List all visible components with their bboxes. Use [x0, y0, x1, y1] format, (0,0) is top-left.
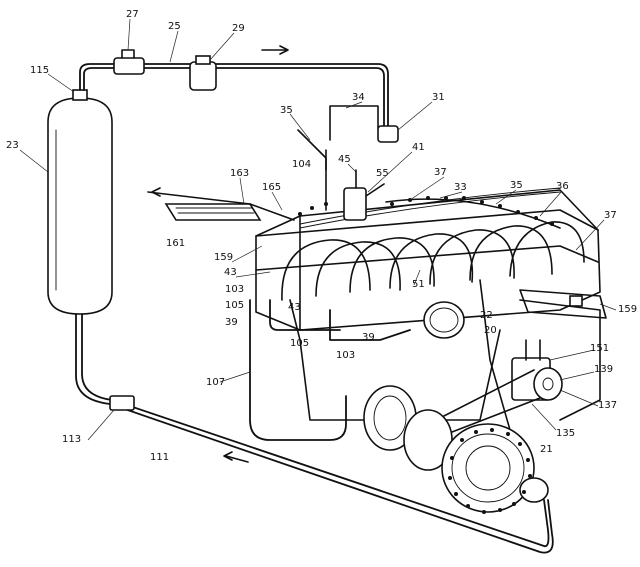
label-113: 113 [62, 434, 81, 445]
label-161: 161 [166, 238, 185, 249]
label-43-left: 43 [224, 267, 237, 278]
storage-tank [47, 89, 113, 315]
engine-block [255, 189, 601, 431]
supply-line-top [79, 45, 389, 129]
label-23: 23 [6, 140, 19, 151]
label-37-right: 37 [604, 210, 617, 221]
manifold [298, 196, 561, 229]
label-34: 34 [352, 92, 365, 103]
valve-fitting [113, 57, 145, 75]
fuel-pump [147, 187, 295, 221]
label-105-left: 105 [225, 300, 244, 311]
label-105-mid: 105 [290, 338, 309, 349]
label-111: 111 [150, 452, 169, 463]
label-115: 115 [30, 65, 49, 76]
label-39-left: 39 [225, 317, 238, 328]
label-104: 104 [292, 159, 311, 170]
bottom-return-line [75, 313, 554, 554]
label-43-mid: 43 [288, 302, 301, 313]
label-135: 135 [556, 428, 575, 439]
label-41: 41 [412, 142, 425, 153]
drive-assembly [439, 339, 563, 433]
label-39-mid: 39 [362, 332, 375, 343]
label-29: 29 [232, 23, 245, 34]
label-55: 55 [376, 168, 389, 179]
label-31: 31 [432, 92, 445, 103]
reference-labels: 27 25 29 115 23 34 31 35 104 45 41 55 37… [6, 9, 637, 463]
label-137: 137 [598, 400, 617, 411]
control-valve [297, 105, 399, 211]
label-159-right: 159 [618, 304, 637, 315]
label-22: 22 [480, 310, 493, 321]
filter-canister [189, 61, 217, 91]
label-33: 33 [454, 182, 467, 193]
flywheel-assembly [363, 385, 549, 514]
label-103-mid: 103 [336, 350, 355, 361]
label-25: 25 [168, 21, 181, 32]
label-45: 45 [338, 154, 351, 165]
actuator-unit [343, 169, 385, 221]
label-107: 107 [206, 377, 225, 388]
label-163: 163 [230, 168, 249, 179]
label-27: 27 [126, 9, 139, 20]
label-51: 51 [412, 279, 425, 290]
label-36: 36 [556, 181, 569, 192]
label-165: 165 [262, 182, 281, 193]
return-lines [249, 299, 411, 441]
label-35-mid: 35 [510, 180, 523, 191]
label-139: 139 [594, 364, 613, 375]
leader-lines [19, 18, 617, 441]
label-21: 21 [540, 444, 553, 455]
label-35-top: 35 [280, 105, 293, 116]
label-159-left: 159 [214, 252, 233, 263]
inline-filter [109, 395, 135, 411]
label-103-left: 103 [225, 284, 244, 295]
support-bracket [519, 289, 607, 319]
label-151: 151 [590, 343, 609, 354]
label-37-top: 37 [434, 167, 447, 178]
label-20: 20 [484, 325, 497, 336]
